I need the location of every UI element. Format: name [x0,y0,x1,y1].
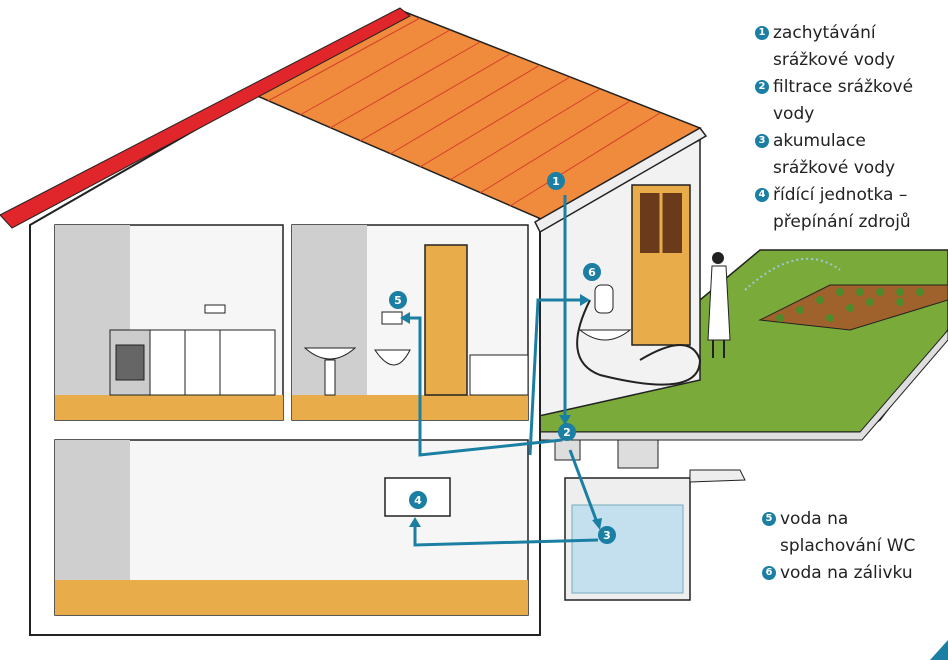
legend-item-3: 3 akumulace srážkové vody [755,128,913,182]
overflow-pipe [689,469,746,483]
legend-item-4: 4 řídící jednotka – přepínání zdrojů [755,182,913,236]
gardener-figure [707,252,841,358]
number-badge: 5 [762,512,776,526]
bathroom-fixtures [303,311,529,396]
legend-text: řídící jednotka – [773,185,908,205]
legend-text: srážkové vody [773,50,896,70]
marker-3: 3 [603,529,611,542]
marker-4: 4 [414,494,422,507]
roof-tiles [267,17,661,207]
corner-mark [930,640,948,660]
overflow-shaft [617,439,659,469]
number-badge: 4 [755,188,769,202]
tank-water [571,504,684,594]
legend-text: splachování WC [780,536,916,556]
bathroom-door [424,244,468,396]
garden-door [631,184,691,346]
legend-text: přepínání zdrojů [773,212,911,232]
legend-item-2: 2 filtrace srážkové vody [755,74,913,128]
number-badge: 1 [755,26,769,40]
legend-item-1: 1 zachytávání srážkové vody [755,20,913,74]
legend-item-5: 5 voda na splachování WC [762,506,915,560]
number-badge: 2 [755,80,769,94]
legend-item-6: 6 voda na zálivku [762,560,915,587]
legend-text: filtrace srážkové [773,77,914,97]
legend-text: vody [773,104,815,124]
legend-bottom: 5 voda na splachování WC 6 voda na zálivku [762,506,915,587]
marker-2: 2 [563,426,571,439]
gutter [534,127,708,234]
roof-edge [0,7,411,229]
legend-text: voda na zálivku [780,563,913,583]
marker-5: 5 [394,294,402,307]
toilet [381,311,403,325]
filter-shaft [554,439,581,461]
outdoor-tap-sink [576,284,702,386]
step-markers: 1 2 3 4 5 6 [389,172,616,544]
number-badge: 3 [755,134,769,148]
legend-text: srážkové vody [773,158,896,178]
legend-text: akumulace [773,131,866,151]
arrow-heads [400,294,602,530]
water-pipes [405,195,600,547]
legend-text: voda na [780,509,849,529]
legend-top: 1 zachytávání srážkové vody 2 filtrace sráž… [755,20,913,236]
legend-text: zachytávání [773,23,876,43]
vegetable-bed [758,284,948,331]
marker-6: 6 [588,266,596,279]
number-badge: 6 [762,566,776,580]
kitchen-units [109,304,276,396]
marker-1: 1 [552,175,560,188]
